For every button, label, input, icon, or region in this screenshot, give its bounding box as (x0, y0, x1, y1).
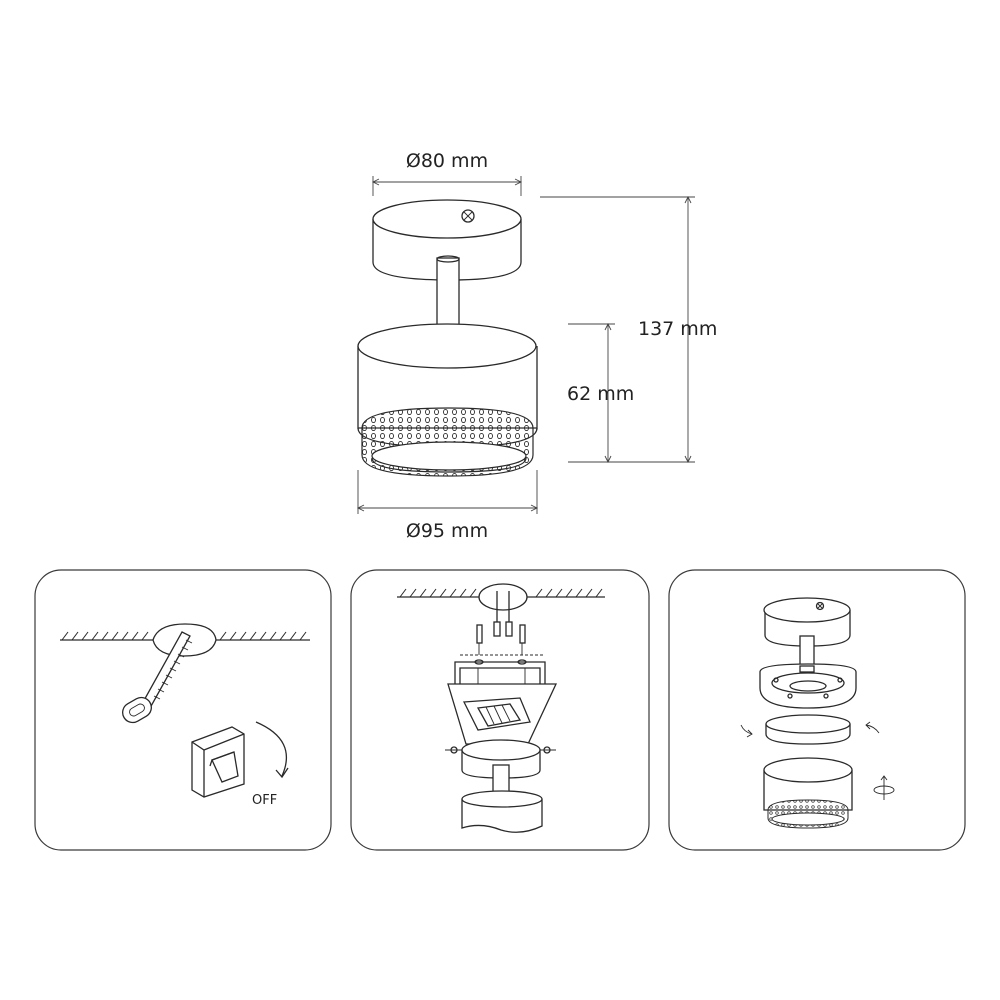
terminal-block-icon (476, 703, 522, 727)
shade-height-label: 62 mm (567, 383, 634, 405)
bottom-diameter-label: Ø95 mm (406, 520, 488, 542)
step-1-panel (34, 569, 332, 851)
light-switch-icon (191, 726, 245, 798)
lamp-main-view (357, 199, 538, 477)
total-height-label: 137 mm (638, 318, 717, 340)
dimension-lines (356, 176, 695, 514)
screw-icon (461, 209, 475, 223)
step-3-panel (668, 569, 966, 851)
switch-off-label: OFF (252, 793, 277, 808)
cable-icon (122, 631, 193, 724)
step-1-illustration: OFF (60, 623, 310, 808)
top-diameter-label: Ø80 mm (406, 150, 488, 172)
mounting-plate-icon (759, 663, 857, 709)
step-2-illustration (397, 583, 605, 833)
rotate-arrow-icon (740, 721, 895, 800)
step-3-illustration (740, 597, 895, 829)
rotate-arrow-icon (255, 721, 289, 779)
wall-anchor-icon (460, 624, 545, 665)
